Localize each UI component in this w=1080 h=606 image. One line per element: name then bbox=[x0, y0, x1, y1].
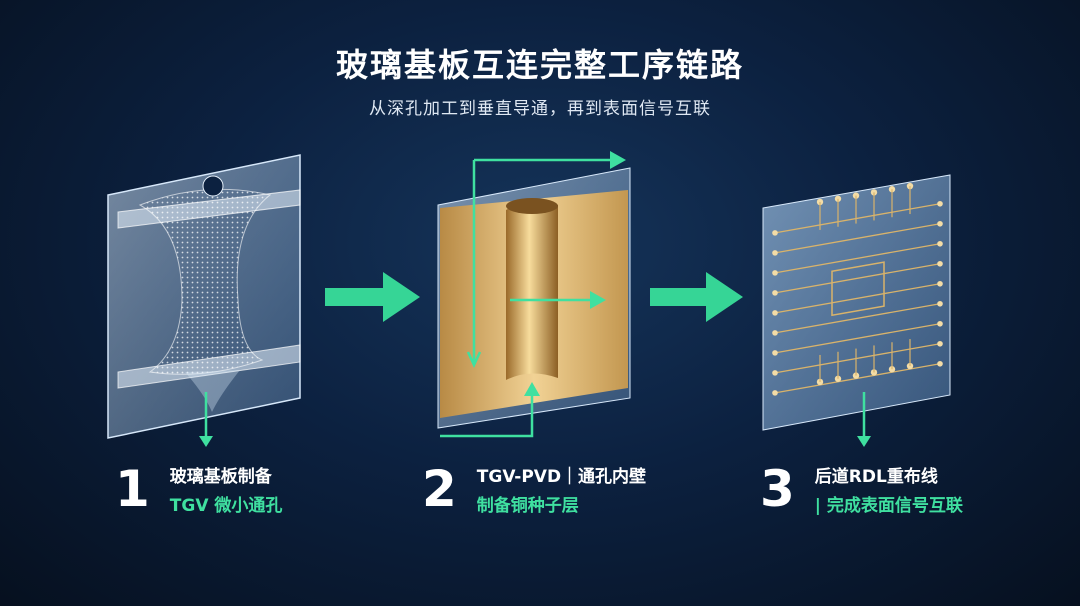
glass-substrate-illustration bbox=[107, 154, 301, 447]
rdl-trace bbox=[774, 343, 941, 374]
rdl-pad bbox=[772, 370, 778, 376]
rdl-trace bbox=[774, 283, 941, 314]
step-detail: TGV 微小通孔 bbox=[169, 496, 283, 516]
rdl-pad bbox=[937, 320, 943, 327]
rdl-pad bbox=[772, 270, 778, 276]
step-3-label: 3 后道RDL重布线 | 完成表面信号互联 bbox=[760, 462, 963, 516]
step-2-label: 2 TGV-PVD｜通孔内壁 制备铜种子层 bbox=[422, 462, 646, 516]
step-number: 3 bbox=[760, 460, 795, 518]
rdl-trace bbox=[774, 203, 941, 234]
rdl-pad bbox=[772, 290, 778, 296]
rdl-trace bbox=[774, 243, 941, 274]
rdl-pad bbox=[937, 240, 943, 247]
rdl-trace bbox=[774, 263, 941, 294]
rdl-trace bbox=[774, 223, 941, 254]
rdl-trace bbox=[774, 323, 941, 354]
rdl-pad bbox=[937, 300, 943, 307]
rdl-pad bbox=[937, 200, 943, 207]
step-title: 后道RDL重布线 bbox=[814, 467, 938, 487]
flow-arrow-2 bbox=[650, 272, 743, 322]
copper-via-illustration bbox=[437, 151, 631, 438]
page-subtitle: 从深孔加工到垂直导通，再到表面信号互联 bbox=[369, 99, 711, 119]
step-detail: 制备铜种子层 bbox=[476, 496, 579, 516]
rdl-pad bbox=[937, 220, 943, 227]
flow-arrow-1 bbox=[325, 272, 420, 322]
rdl-board-illustration bbox=[762, 174, 951, 447]
page-title: 玻璃基板互连完整工序链路 bbox=[335, 46, 744, 84]
rdl-pad bbox=[772, 230, 778, 236]
step-title: 玻璃基板制备 bbox=[169, 467, 272, 487]
step-number: 1 bbox=[115, 460, 150, 518]
rdl-pad bbox=[937, 280, 943, 287]
rdl-pad bbox=[937, 260, 943, 267]
rdl-pad bbox=[772, 390, 778, 396]
rdl-pad bbox=[772, 310, 778, 316]
step-number: 2 bbox=[422, 460, 457, 518]
rdl-pad bbox=[772, 330, 778, 336]
rdl-pad bbox=[937, 340, 943, 347]
rdl-pad bbox=[772, 250, 778, 256]
rdl-pad bbox=[937, 360, 943, 367]
step-detail: | 完成表面信号互联 bbox=[814, 496, 963, 516]
rdl-pad bbox=[772, 350, 778, 356]
rdl-trace bbox=[774, 303, 941, 334]
step-1-label: 1 玻璃基板制备 TGV 微小通孔 bbox=[115, 462, 282, 516]
step-title: TGV-PVD｜通孔内壁 bbox=[476, 467, 647, 487]
